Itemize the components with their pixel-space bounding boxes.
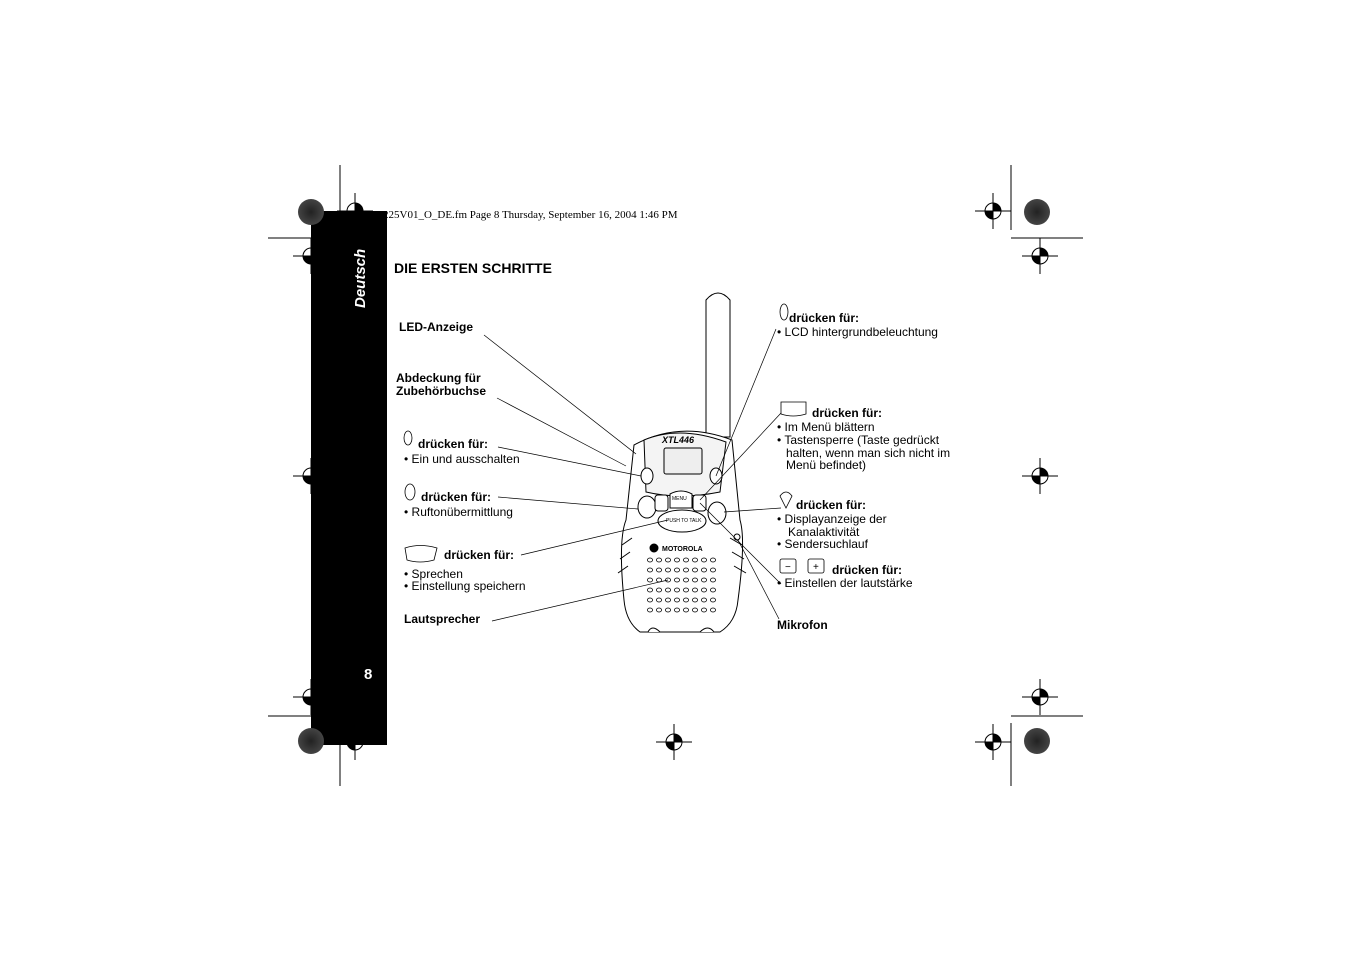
scan-item-display: • Displayanzeige der bbox=[777, 512, 887, 526]
power-item: • Ein und ausschalten bbox=[404, 452, 520, 466]
volume-item: • Einstellen der lautstärke bbox=[777, 576, 913, 590]
device-brand-text: MOTOROLA bbox=[662, 546, 703, 553]
light-press-label: drücken für: bbox=[789, 311, 860, 325]
svg-text:+: + bbox=[813, 562, 819, 573]
call-item: • Ruftonübermittlung bbox=[404, 505, 513, 519]
star-targets bbox=[298, 199, 1050, 754]
ptt-item-save: • Einstellung speichern bbox=[404, 579, 526, 593]
scan-item-search: • Sendersuchlauf bbox=[777, 537, 868, 551]
ptt-press-label: drücken für: bbox=[444, 548, 515, 562]
light-item: • LCD hintergrundbeleuchtung bbox=[777, 325, 938, 339]
button-glyph-signs: − + bbox=[785, 562, 819, 573]
menu-item-lock: • Tastensperre (Taste gedrückt bbox=[777, 433, 940, 447]
leader-lines bbox=[483, 328, 782, 622]
print-header-line: 64225V01_O_DE.fm Page 8 Thursday, Septem… bbox=[372, 209, 678, 221]
menu-press-label: drücken für: bbox=[812, 406, 883, 420]
scan-item-display-cont: Kanalaktivität bbox=[788, 525, 860, 539]
language-sidebar bbox=[311, 211, 387, 745]
accessory-cover-label-line2: Zubehörbuchse bbox=[396, 384, 487, 398]
device-model-text: XTL446 bbox=[661, 435, 695, 445]
page-title: DIE ERSTEN SCHRITTE bbox=[394, 260, 552, 276]
button-glyphs bbox=[403, 303, 825, 574]
menu-item-lock-cont1: halten, wenn man sich nicht im bbox=[786, 446, 951, 460]
ptt-item-talk: • Sprechen bbox=[404, 567, 463, 581]
speaker-grille bbox=[647, 557, 716, 613]
power-press-label: drücken für: bbox=[418, 437, 489, 451]
accessory-cover-label-line1: Abdeckung für bbox=[396, 371, 481, 385]
scan-press-label: drücken für: bbox=[796, 498, 867, 512]
menu-item-lock-cont2: Menü befindet) bbox=[786, 458, 867, 472]
call-press-label: drücken für: bbox=[421, 490, 492, 504]
crop-marks bbox=[268, 165, 1083, 786]
walkie-talkie-illustration bbox=[617, 292, 747, 633]
microphone-label: Mikrofon bbox=[777, 618, 828, 632]
volume-press-label: drücken für: bbox=[832, 563, 903, 577]
device-ptt-text: PUSH TO TALK bbox=[666, 518, 702, 524]
page-number: 8 bbox=[364, 666, 373, 683]
speaker-label: Lautsprecher bbox=[404, 612, 481, 626]
svg-text:−: − bbox=[785, 562, 791, 573]
menu-item-scroll: • Im Menü blättern bbox=[777, 420, 875, 434]
led-indicator-label: LED-Anzeige bbox=[399, 320, 474, 334]
device-menu-text: MENU bbox=[672, 496, 687, 502]
